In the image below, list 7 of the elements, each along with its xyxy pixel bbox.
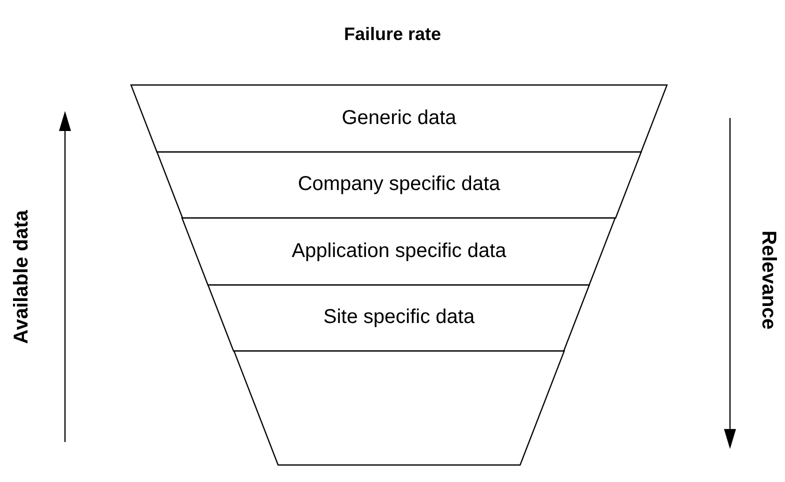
- band-label: Generic data: [340, 106, 458, 130]
- title: Failure rate: [342, 24, 442, 45]
- band-label: Company specific data: [296, 173, 502, 196]
- axis-label: Available data: [10, 210, 34, 344]
- axis-label: Relevance: [756, 230, 780, 330]
- band-label: Site specific data: [322, 306, 476, 329]
- band-label: Application specific data: [290, 240, 508, 262]
